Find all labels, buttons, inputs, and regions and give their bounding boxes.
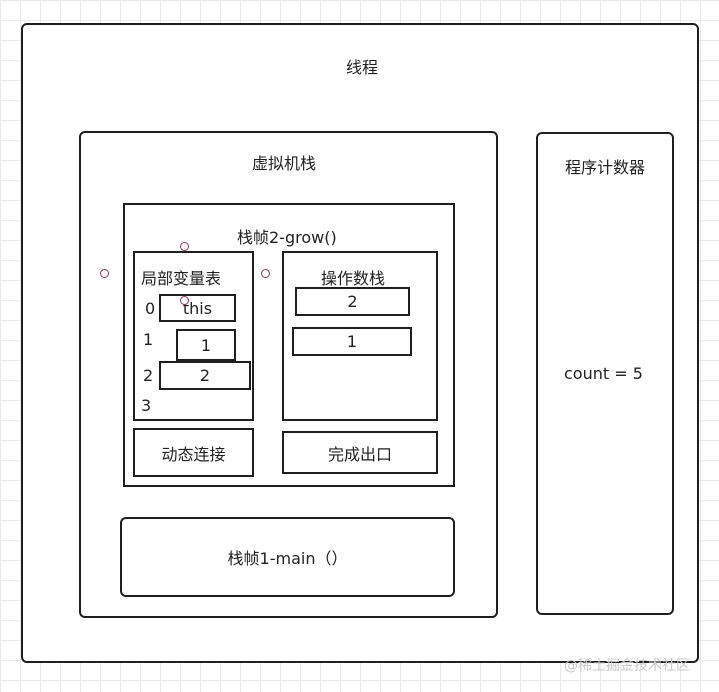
local-var-slot-0: this [159, 294, 236, 322]
local-var-slot-2: 2 [159, 361, 251, 390]
local-var-index-0: 0 [145, 299, 156, 318]
dynamic-link-box: 动态连接 [133, 428, 254, 477]
thread-title: 线程 [346, 58, 379, 77]
selection-handle-left[interactable] [100, 269, 109, 278]
selection-handle-top[interactable] [180, 242, 189, 251]
local-var-index-2: 2 [143, 366, 154, 385]
selection-handle-right[interactable] [261, 269, 270, 278]
selection-handle-bottom[interactable] [180, 296, 189, 305]
local-var-slot-1: 1 [176, 329, 236, 361]
pc-register-box [536, 132, 674, 615]
local-vars-title: 局部变量表 [141, 269, 222, 288]
operand-stack-value-0: 2 [295, 287, 410, 316]
local-var-index-1: 1 [143, 330, 154, 349]
operand-stack-value-1: 1 [292, 327, 412, 356]
jvm-stack-title: 虚拟机栈 [252, 154, 317, 173]
operand-stack-title: 操作数栈 [321, 269, 386, 288]
pc-register-value: count = 5 [564, 364, 643, 383]
frame2-title: 栈帧2-grow() [237, 228, 337, 247]
frame1-box: 栈帧1-main（） [120, 517, 455, 597]
pc-register-title: 程序计数器 [565, 158, 646, 177]
watermark: @稀土掘金技术社区 [564, 658, 690, 674]
local-var-index-3: 3 [141, 396, 152, 415]
return-exit-box: 完成出口 [282, 431, 438, 474]
